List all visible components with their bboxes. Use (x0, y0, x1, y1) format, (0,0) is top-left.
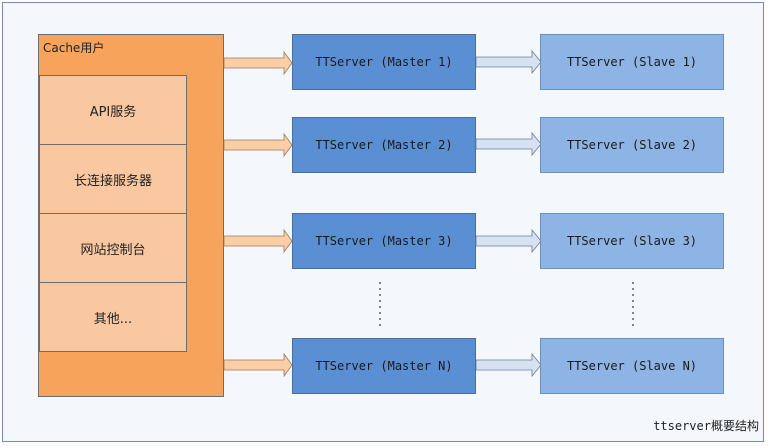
arrow-master-to-slave-n (475, 352, 542, 378)
other-box: 其他... (39, 282, 187, 352)
arrow-master-to-slave-3 (475, 228, 542, 254)
master-node-n: TTServer (Master N) (292, 338, 476, 394)
arrow-master-to-slave-2 (475, 131, 542, 157)
diagram-caption: ttserver概要结构 (653, 419, 759, 433)
slave-node-3: TTServer (Slave 3) (540, 213, 724, 269)
master-node-2: TTServer (Master 2) (292, 117, 476, 173)
slave-node-n: TTServer (Slave N) (540, 338, 724, 394)
master-ellipsis (379, 282, 381, 326)
arrow-cache-to-master-1 (223, 50, 293, 76)
slave-node-2: TTServer (Slave 2) (540, 117, 724, 173)
slave-ellipsis (632, 282, 634, 326)
master-node-3: TTServer (Master 3) (292, 213, 476, 269)
slave-node-1: TTServer (Slave 1) (540, 34, 724, 90)
master-node-1: TTServer (Master 1) (292, 34, 476, 90)
api-service-box: API服务 (39, 75, 187, 145)
arrow-master-to-slave-1 (475, 49, 542, 75)
arrow-cache-to-master-3 (223, 228, 293, 254)
arrow-cache-to-master-2 (223, 132, 293, 158)
cache-user-title: Cache用户 (43, 41, 105, 55)
arrow-cache-to-master-n (223, 352, 293, 378)
